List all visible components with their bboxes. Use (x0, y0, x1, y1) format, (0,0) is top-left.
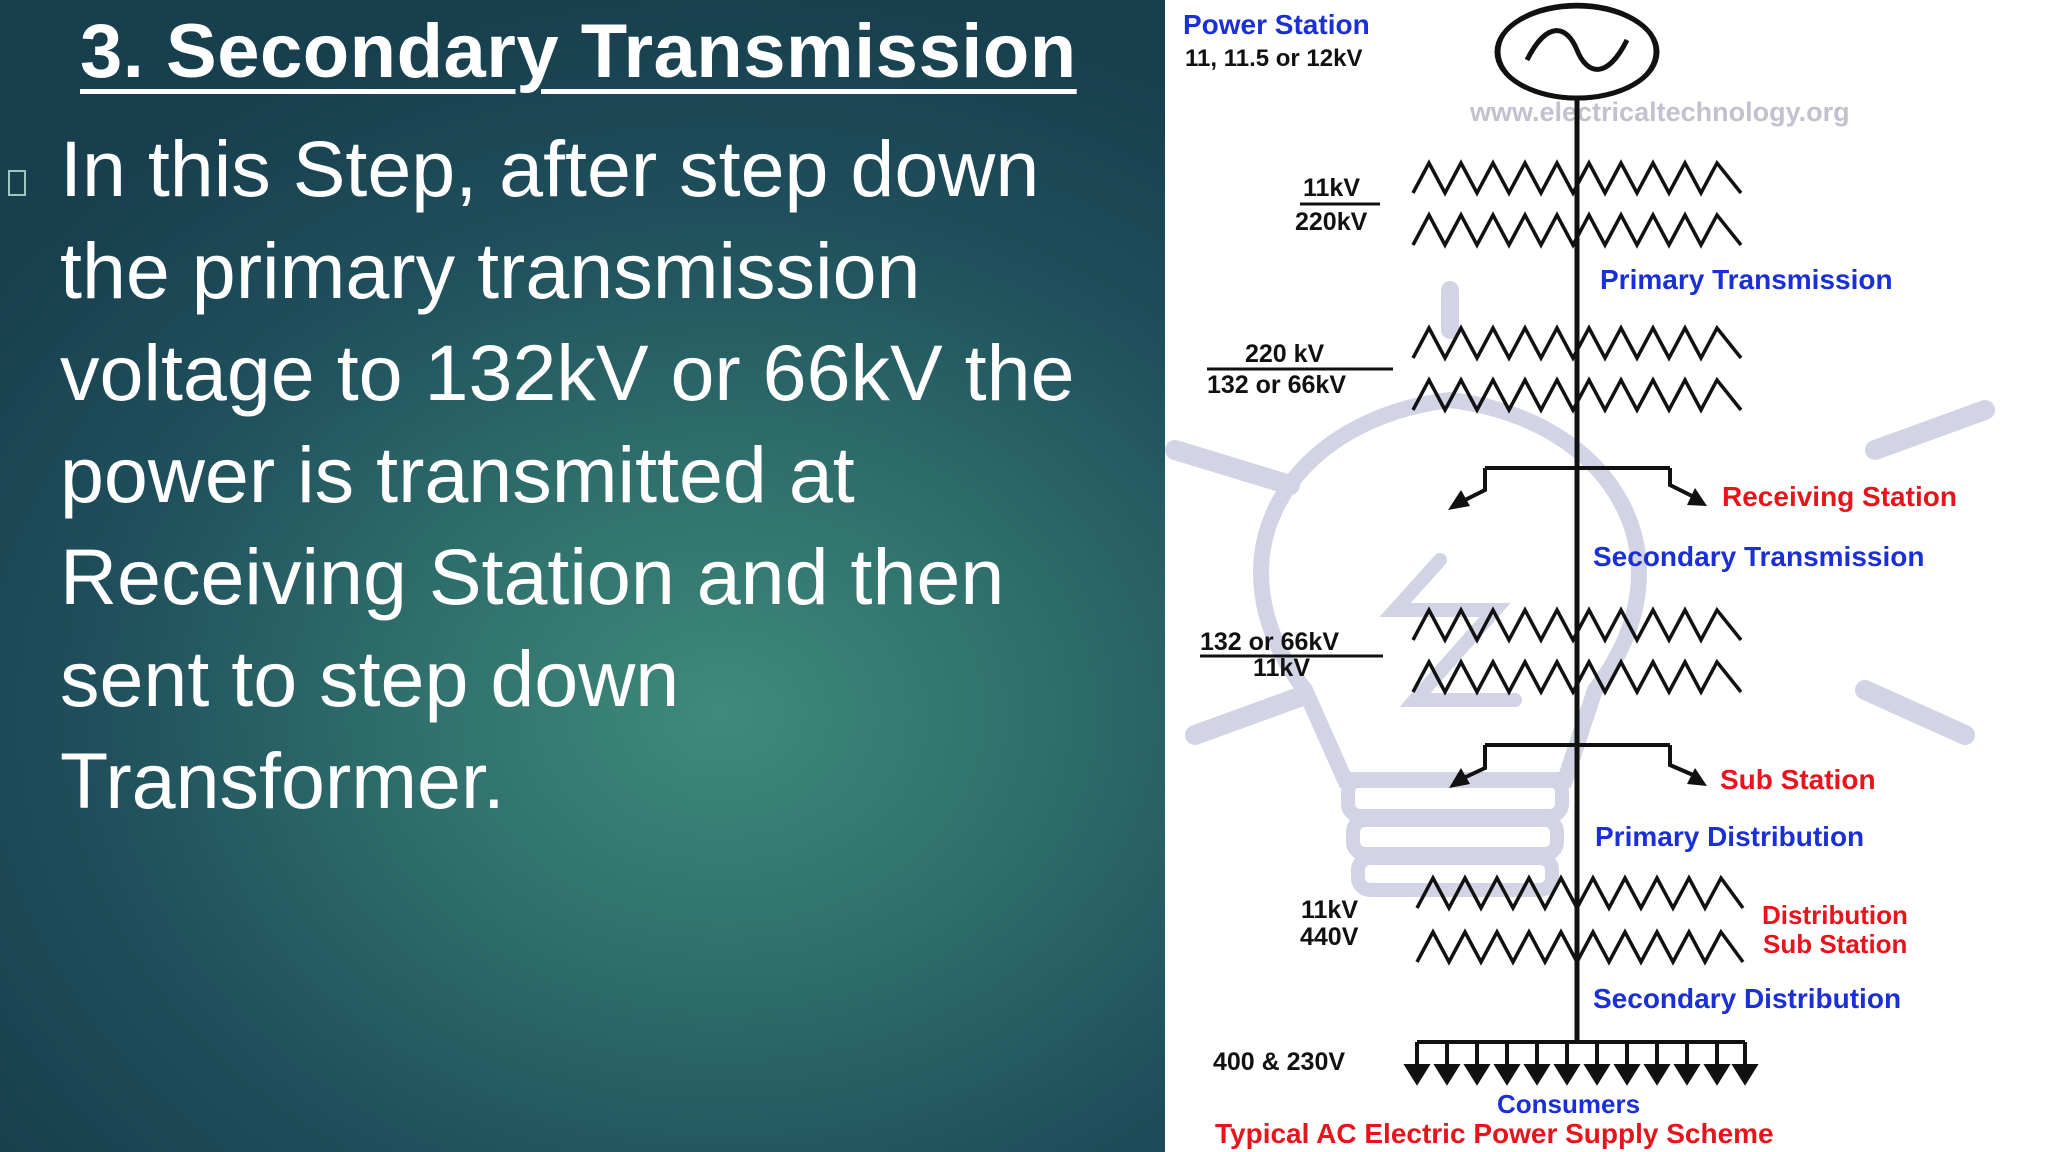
diagram-svg: www.electricaltechnology.org Power Stati… (1165, 2, 1995, 1149)
sub-station-arrow-left-icon (1449, 768, 1470, 788)
primary-transmission-label: Primary Transmission (1600, 264, 1893, 295)
secondary-transmission-label: Secondary Transmission (1593, 541, 1924, 572)
power-station-title: Power Station (1183, 9, 1370, 40)
slide-title: 3. Secondary Transmission (80, 9, 1077, 94)
consumers-label: Consumers (1497, 1089, 1640, 1119)
t4-bottom-voltage: 440V (1300, 923, 1359, 951)
consumer-voltage: 400 & 230V (1213, 1048, 1345, 1076)
t4-top-voltage: 11kV (1301, 896, 1358, 924)
primary-distribution-label: Primary Distribution (1595, 821, 1864, 852)
receiving-arrow-left-icon (1448, 490, 1470, 510)
slide-body-text: In this Step, after step down the primar… (60, 124, 1075, 825)
distribution-sub-station-label-1: Distribution (1762, 900, 1908, 930)
receiving-arrow-right-icon (1687, 488, 1707, 506)
diagram-caption: Typical AC Electric Power Supply Scheme (1215, 1118, 1774, 1149)
watermark-url: www.electricaltechnology.org (1469, 97, 1850, 127)
bullet-marker (8, 170, 26, 196)
power-station-voltage: 11, 11.5 or 12kV (1185, 45, 1362, 72)
slide-text-panel: 3. Secondary Transmission In this Step, … (0, 0, 1165, 1152)
t3-bottom-voltage: 11kV (1253, 654, 1310, 682)
transformer-4-icon (1415, 874, 1745, 966)
sub-station-label: Sub Station (1720, 764, 1876, 795)
t2-top-voltage: 220 kV (1245, 340, 1325, 368)
bulb-watermark (1165, 281, 1995, 897)
sub-station-arrow-right-icon (1687, 768, 1707, 786)
secondary-distribution-label: Secondary Distribution (1593, 983, 1901, 1014)
power-supply-diagram: www.electricaltechnology.org Power Stati… (1165, 0, 2048, 1152)
t1-bottom-voltage: 220kV (1295, 208, 1368, 236)
consumer-feeders-icon (1403, 1040, 1759, 1086)
distribution-sub-station-label-2: Sub Station (1763, 929, 1907, 959)
transformer-2-icon (1411, 324, 1743, 414)
receiving-station-label: Receiving Station (1722, 481, 1957, 512)
t2-bottom-voltage: 132 or 66kV (1207, 371, 1346, 399)
transformer-1-icon (1411, 159, 1743, 249)
t3-top-voltage: 132 or 66kV (1200, 628, 1339, 656)
generator-icon (1494, 2, 1660, 101)
t1-top-voltage: 11kV (1303, 174, 1360, 202)
transformer-3-icon (1411, 606, 1743, 696)
